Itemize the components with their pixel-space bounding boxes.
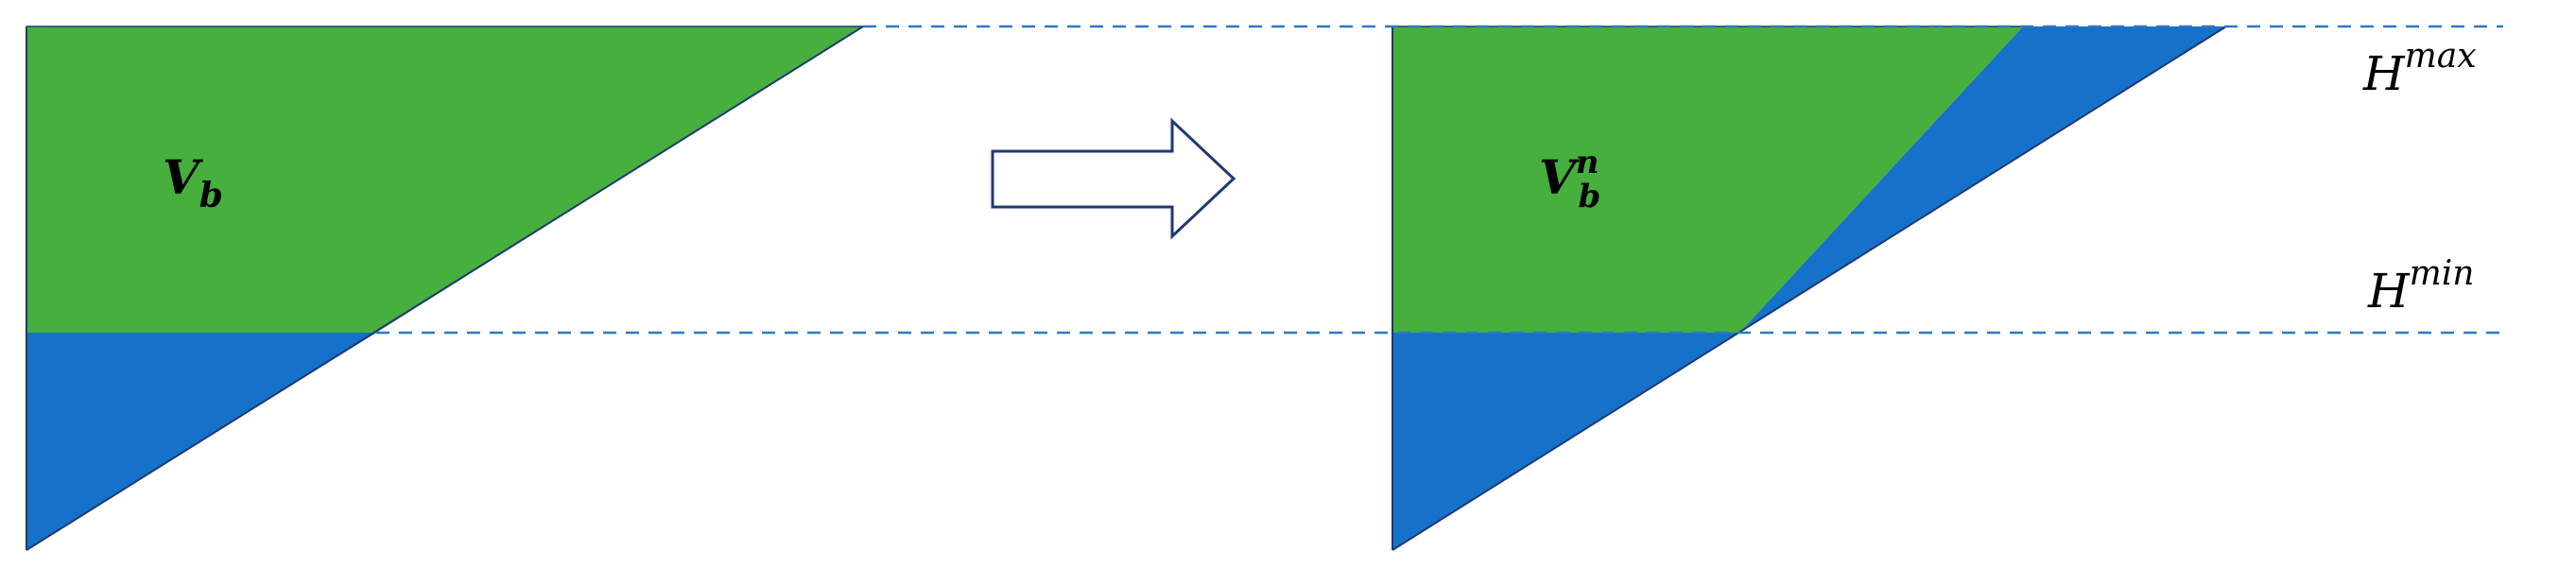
left-panel: Vb [26,26,864,551]
right-arrow-icon [991,117,1236,240]
left-label-base: V [163,149,204,205]
left-region-label: Vb [163,149,223,215]
h-max-sup: max [2405,37,2477,76]
h-min-label: Hmin [2367,254,2474,319]
h-max-label: Hmax [2362,37,2477,101]
right-label-sub: b [1579,178,1601,215]
right-label-sup: n [1576,144,1599,181]
right-green-region [1392,26,2023,333]
left-label-sub: b [199,176,223,215]
left-green-region [26,26,863,333]
right-label-base: V [1539,149,1581,205]
h-min-base: H [2367,264,2411,319]
h-min-sup: min [2410,254,2475,293]
h-max-base: H [2362,46,2406,101]
right-diagonal-line [1392,26,2227,551]
left-diagonal-line [26,26,864,551]
